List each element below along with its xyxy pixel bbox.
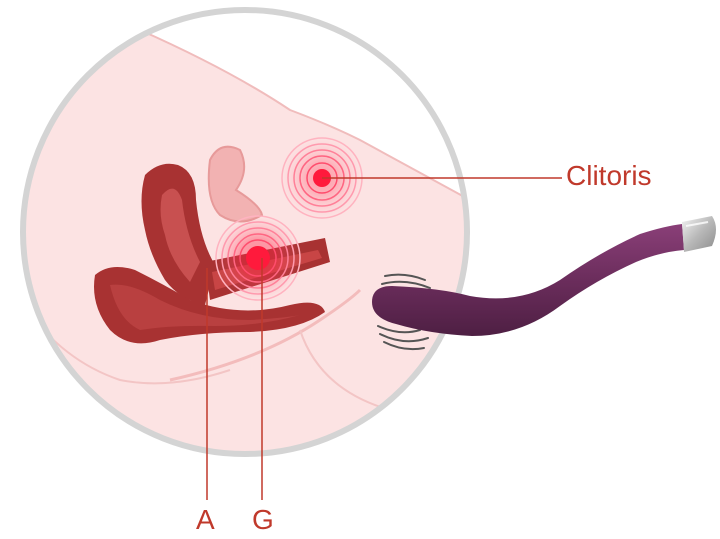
clitoris-label: Clitoris: [566, 160, 652, 191]
vibrator-tip: [682, 216, 716, 252]
vibrator-illustration: [372, 216, 716, 336]
g-spot-hotspot: [215, 215, 301, 301]
g-spot-label: G: [252, 504, 274, 535]
a-spot-label: A: [196, 504, 215, 535]
magnifier-circle: [20, 7, 470, 457]
bladder-shape: [207, 145, 264, 223]
